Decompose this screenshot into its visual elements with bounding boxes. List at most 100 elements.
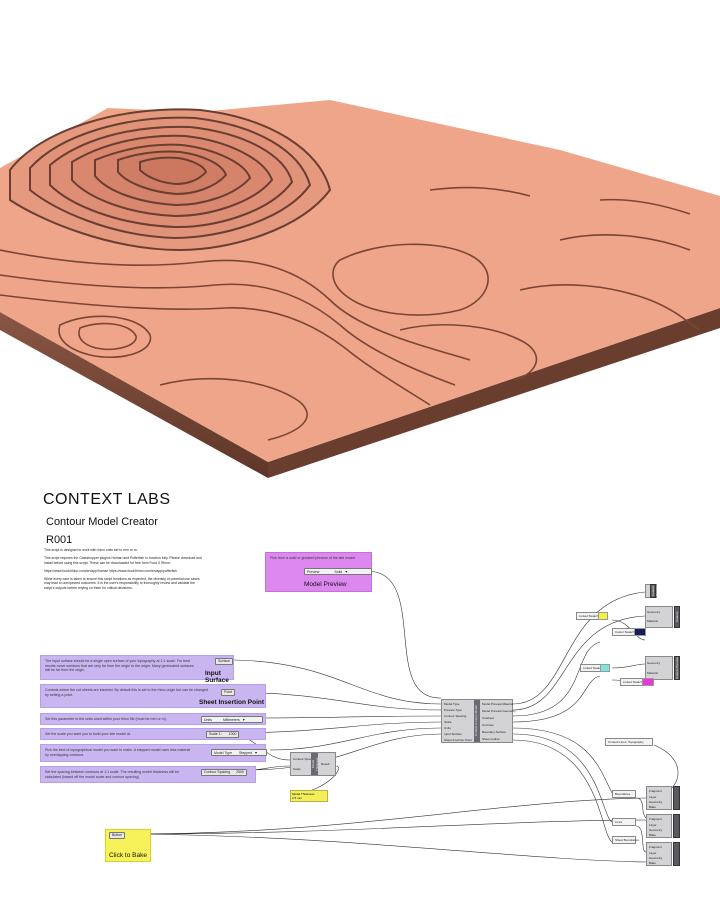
surface-param[interactable]: Surface [215,658,234,665]
contour-spacing-value: 2500 [236,770,244,774]
bake3-pin-geometry: Geometry [649,856,663,860]
bake-node-1[interactable]: Fragment Layer Geometry Bake [646,786,672,810]
units-dropdown[interactable]: Units Millimeters ▾ [201,716,263,723]
swatch-color-navy [634,628,646,636]
scale-slider[interactable]: Scale 1: 1000 [206,731,240,738]
main-output-sheet-outline: Sheet outline [482,737,500,741]
main-input-units: Units [444,726,451,730]
model-thickness-component[interactable]: Contour Spacing Scale Model Thickness Re… [290,752,336,776]
layer-sheet-boundaries-panel[interactable]: Sheet Boundaries [612,836,639,844]
units-dropdown-value: Millimeters [222,718,240,722]
bake-node-2[interactable]: Fragment Layer Geometry Bake [646,814,672,838]
preview-help-text: Pick from a solid or ghosted preview of … [270,556,357,560]
model-preview-group: Pick from a solid or ghosted preview of … [265,552,372,592]
layer-lines-panel[interactable]: Lines [612,818,636,826]
main-input-sheet-insertion: Sheet Insertion Point [444,738,472,742]
contour-spacing-group: Set the spacing between contours at 1:1 … [40,766,256,783]
main-input-model-type: Model Type [444,702,460,706]
click-to-bake-label: Click to Bake [109,852,147,859]
thickness-input-scale: Scale [293,767,301,771]
usage-notes: This script is designed to work with rhi… [44,548,204,594]
preview-dropdown-value: Solid [334,570,343,574]
terrain-side-left [0,312,268,478]
contour-spacing-help: Set the spacing between contours at 1:1 … [45,770,179,779]
preview2-material-pin: Material [647,619,658,623]
bake-tag-3 [673,842,680,866]
thickness-output-result: Result [321,762,330,766]
input-surface-label: Input Surface [205,670,229,684]
model-type-dropdown-value: Stepped [239,751,253,755]
bake2-pin-bake: Bake [649,833,656,837]
scale-slider-value: 1000 [228,732,237,736]
scale-group: Set the scale you want you to build your… [40,728,266,740]
model-type-group: Pick the kind of topographical model you… [40,744,267,762]
bake1-pin-geometry: Geometry [649,800,663,804]
model-preview-label: Model Preview [304,581,347,588]
lower-contours [0,186,701,441]
model-type-help: Pick the kind of topographical model you… [45,748,191,757]
main-output-preview-geometry: Model Preview Geometry [482,709,516,713]
bake2-pin-geometry: Geometry [649,828,663,832]
point-param[interactable]: Point [221,689,235,696]
units-group: Set this parameter to the units used wit… [40,713,266,725]
custom-preview-tag-3: Custom Preview [674,656,680,680]
main-input-input-surface: Input Surface [444,732,462,736]
main-output-cutsheet: Cutsheet [482,716,495,720]
layer-boundaries-panel[interactable]: Boundaries [612,790,636,798]
model-type-dropdown[interactable]: Model Type Stepped ▾ [211,749,267,756]
preview2-geometry-pin: Geometry [647,610,661,614]
swatch-color-cyan [600,664,610,672]
preview3-geometry-pin: Geometry [647,661,661,665]
bake-tag-2 [673,814,680,838]
input-surface-help: The input surface should be a single ope… [45,659,194,673]
main-output-boundary-surface: Boundary Surface [482,730,507,734]
swatch-color-magenta [642,678,654,686]
main-component-name: Context Contour Model [474,700,480,742]
sheet-insertion-help: Controls where the cut sheets are insert… [45,688,208,697]
bake-node-3[interactable]: Fragment Layer Geometry Bake [646,842,672,866]
thickness-panel-value: 2.5 mm [292,796,303,800]
model-thickness-panel: Model Thickness 2.5 mm [290,790,328,802]
input-surface-group: The input surface should be a single ope… [40,655,234,684]
custom-preview-tag-2: Custom Preview [674,606,683,628]
contour-spacing-name: Contour Spacing [204,770,231,774]
revision-label: R001 [46,534,73,546]
app-subtitle: Contour Model Creator [46,516,158,528]
main-output-cut-lines: Cut lines [482,723,494,727]
layer-topography-panel[interactable]: Context:Lines: Topography [605,738,653,746]
preview3-material-pin: Material [647,671,658,675]
contour-spacing-slider[interactable]: Contour Spacing 2500 [201,769,247,776]
thickness-component-name: Model Thickness [311,753,319,775]
context-contour-model-component[interactable]: Model Type Preview Type Contour Spacing … [441,699,516,743]
bake1-pin-fragment: Fragment [649,789,662,793]
bake1-pin-layer: Layer [649,795,657,799]
chevron-down-icon: ▾ [345,569,348,574]
bake-group: Button Click to Bake [105,829,151,862]
app-title: CONTEXT LABS [43,491,171,508]
hill-contours [9,108,332,252]
chevron-down-icon: ▾ [242,717,245,722]
terrain-render [0,100,720,478]
main-output-preview-material: Model Preview Material [482,702,514,706]
bake3-pin-layer: Layer [649,851,657,855]
note-disclaimer: While every care is taken to ensure this… [44,576,200,591]
units-help: Set this parameter to the units used wit… [45,717,167,721]
wire-canvas [132,570,679,863]
custom-preview-node-3[interactable]: Geometry Material [645,656,673,680]
thickness-panel-title: Model Thickness [292,792,315,796]
terrain-side-right [268,308,720,478]
note-links: https://www.food4rhino.com/en/app/human … [44,568,178,573]
sheet-insertion-group: Controls where the cut sheets are insert… [40,684,266,708]
bake-tag-1 [673,786,680,810]
model-type-dropdown-name: Model Type [214,751,233,755]
units-dropdown-name: Units [204,718,212,722]
custom-preview-tag-1: Custom Preview [650,584,659,598]
custom-preview-node-2[interactable]: Geometry Material [645,606,673,628]
bake3-pin-bake: Bake [649,861,656,865]
bake1-pin-bake: Bake [649,805,656,809]
swatch-color-yellow [598,612,608,620]
chevron-down-icon: ▾ [255,750,258,755]
bake2-pin-fragment: Fragment [649,817,662,821]
bake-button[interactable]: Button [109,832,126,839]
preview-type-dropdown[interactable]: Preview Solid ▾ [304,568,372,575]
